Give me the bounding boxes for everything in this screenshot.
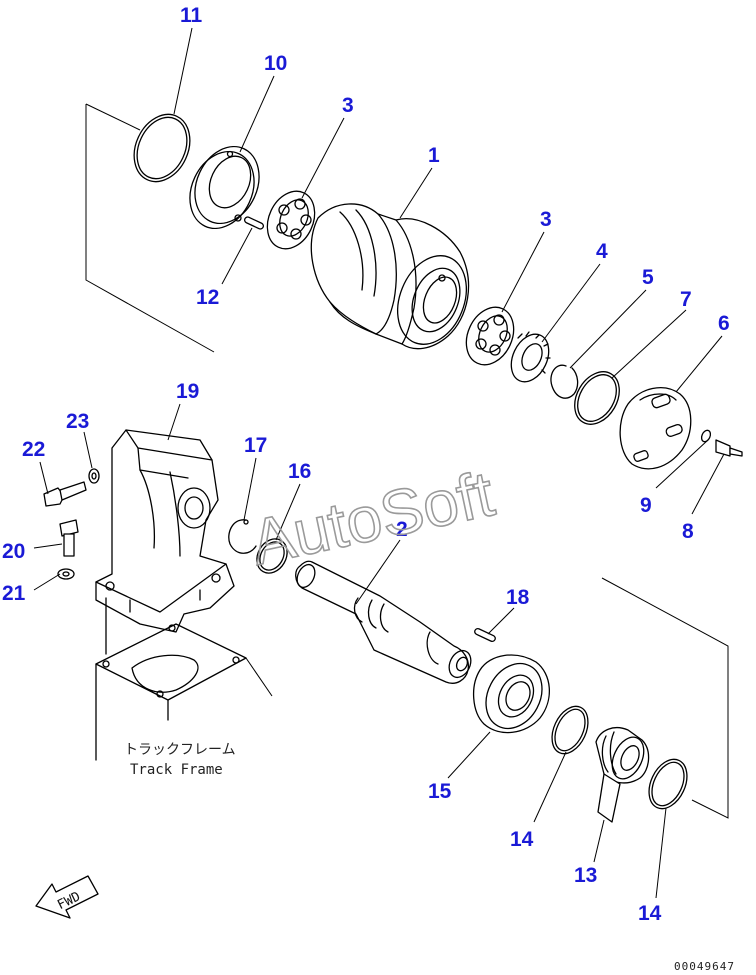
label-5: 5 <box>642 266 654 289</box>
part-23-washer <box>88 468 100 484</box>
part-11-o-ring <box>133 113 191 183</box>
part-3-bearing-upper <box>266 190 316 250</box>
label-22: 22 <box>22 438 45 461</box>
lower-frame-lines <box>601 577 729 819</box>
part-9-washer <box>700 429 712 443</box>
label-14-right: 14 <box>638 902 662 925</box>
part-12-pin <box>244 216 264 230</box>
part-13-seal <box>595 727 650 823</box>
part-10-seal-collar <box>189 145 260 230</box>
part-2-shaft <box>295 560 472 684</box>
label-15: 15 <box>428 780 452 803</box>
label-21: 21 <box>2 582 26 605</box>
label-16: 16 <box>288 460 311 483</box>
part-21-washer <box>57 568 75 580</box>
part-7-o-ring <box>574 371 620 425</box>
label-11: 11 <box>180 4 203 27</box>
label-14-left: 14 <box>510 828 534 851</box>
leader-lines <box>33 27 725 899</box>
label-20: 20 <box>2 540 25 563</box>
label-17: 17 <box>244 434 267 457</box>
watermark: AutoSoft <box>245 457 500 579</box>
part-3-bearing-lower <box>465 306 515 366</box>
label-13: 13 <box>574 864 597 887</box>
label-7: 7 <box>680 288 692 311</box>
fwd-arrow-icon: FWD <box>35 875 99 919</box>
caption-jp: トラックフレーム <box>124 742 236 758</box>
part-labels: 11 10 3 1 12 3 4 5 7 6 19 23 22 17 16 9 … <box>2 4 730 925</box>
caption-en: Track Frame <box>130 762 223 778</box>
label-12: 12 <box>196 286 219 309</box>
part-8-bolt <box>715 439 743 457</box>
part-20-bolt <box>59 519 79 557</box>
label-1: 1 <box>428 144 440 167</box>
part-19-bracket <box>95 429 235 633</box>
part-14-o-ring-right <box>648 758 688 810</box>
part-22-bolt <box>43 481 87 507</box>
label-2: 2 <box>396 518 408 541</box>
part-16-o-ring <box>256 538 288 574</box>
upper-frame-lines <box>85 103 215 353</box>
label-19: 19 <box>176 380 199 403</box>
track-frame-plate <box>95 597 273 761</box>
document-id: 00049647 <box>674 960 735 973</box>
part-5-snap-ring <box>550 364 579 399</box>
part-18-pin <box>474 627 496 643</box>
label-3-upper: 3 <box>342 94 354 117</box>
label-6: 6 <box>718 312 730 335</box>
label-10: 10 <box>264 52 287 75</box>
part-14-o-ring-left <box>551 705 589 755</box>
label-4: 4 <box>596 240 608 263</box>
label-9: 9 <box>640 494 652 517</box>
part-15-collar <box>473 654 551 734</box>
label-3-lower: 3 <box>540 208 552 231</box>
label-18: 18 <box>506 586 530 609</box>
part-17-snap-ring <box>228 519 257 554</box>
part-4-nut <box>510 331 551 383</box>
label-23: 23 <box>66 410 89 433</box>
label-8: 8 <box>682 520 694 543</box>
part-6-cover <box>619 387 692 470</box>
part-1-roller <box>310 203 470 350</box>
